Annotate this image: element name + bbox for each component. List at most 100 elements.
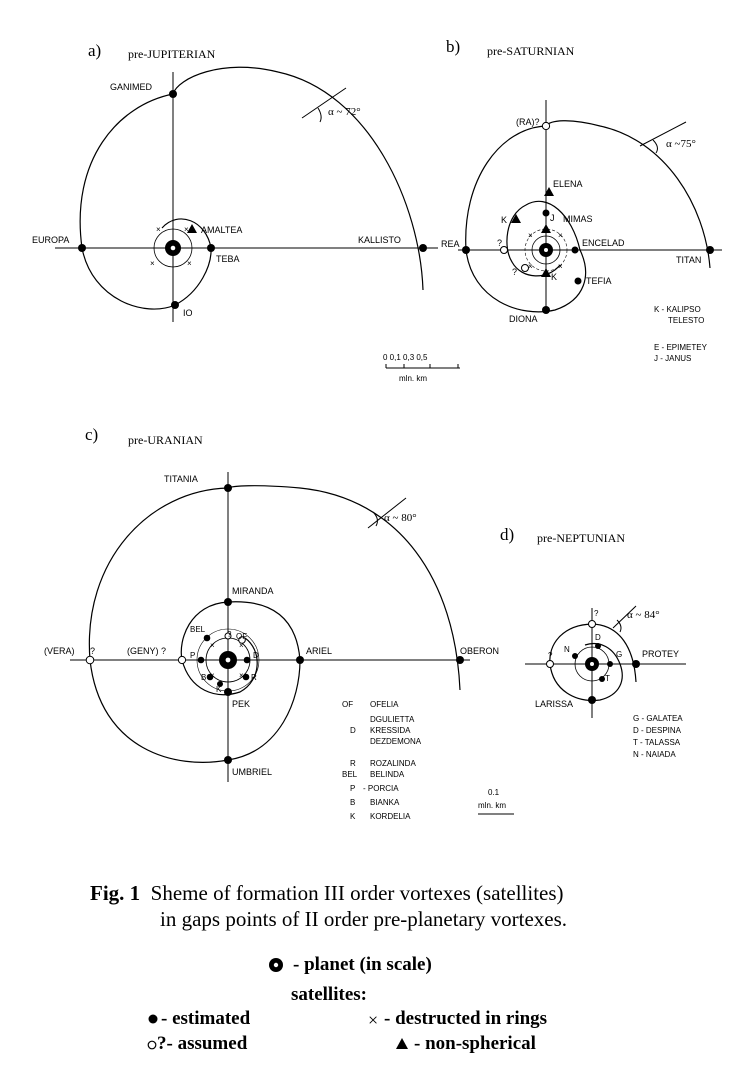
label-umbriel: UMBRIEL: [232, 767, 272, 777]
satellite-teba: [207, 244, 215, 252]
label-d: D: [595, 633, 601, 642]
legend-estimated-icon: [148, 1014, 158, 1024]
figure-caption: Fig. 1 Sheme of formation III order vort…: [90, 880, 730, 932]
label-d: D: [253, 651, 259, 660]
label-europa: EUROPA: [32, 235, 69, 245]
satellite-mimas: [542, 209, 550, 217]
label-tefia: TEFIA: [586, 276, 612, 286]
panel-b-note: TELESTO: [668, 316, 704, 325]
label-rea: REA: [441, 239, 460, 249]
label-diona: DIONA: [509, 314, 538, 324]
satellite-galatea: [607, 661, 613, 667]
label-bel: BEL: [190, 625, 206, 634]
panel-c-alpha-arc: [372, 511, 378, 527]
satellite-elena: [544, 187, 554, 196]
note-abbr: B: [350, 798, 355, 807]
panel-c-x-icon: ×: [239, 641, 244, 650]
label-ariel: ARIEL: [306, 646, 332, 656]
panel-a-alpha-line: [301, 87, 347, 119]
panel-a-letter: a): [88, 41, 101, 60]
panel-b-x-icon: ×: [528, 231, 533, 240]
label-of: OF: [236, 632, 247, 641]
satellite-unknown: [521, 264, 529, 272]
satellite-kallisto: [419, 244, 427, 252]
satellite-ganimed: [169, 90, 177, 98]
satellite-amaltea: [187, 224, 197, 233]
legend-planet: - planet (in scale): [293, 954, 432, 975]
panel-d-spiral: [549, 623, 637, 702]
legend-symbols: ×: [147, 958, 408, 1050]
note-name: KORDELIA: [370, 812, 411, 821]
label-ganimed: GANIMED: [110, 82, 153, 92]
panel-c: c) pre-URANIAN × × × × TITANIA MIRANDA (…: [44, 425, 514, 821]
label-miranda: MIRANDA: [232, 586, 274, 596]
caption-line2: in gaps points of II order pre-planetary…: [160, 907, 568, 931]
satellite-ra: [541, 121, 551, 131]
satellite-unknown: [588, 620, 596, 628]
legend-nonspherical-icon: [396, 1038, 408, 1049]
satellite-ariel: [296, 656, 304, 664]
panel-b-note: E - EPIMETEY: [654, 343, 708, 352]
note-abbr: D: [350, 726, 356, 735]
label-titania: TITANIA: [164, 474, 198, 484]
panel-c-scale-unit: mln. km: [478, 801, 506, 810]
satellite-naiada: [572, 653, 578, 659]
panel-b-scale-ticks: 0 0,1 0,3 0,5: [383, 353, 428, 362]
satellite-unknown: [546, 660, 554, 668]
satellite-protey: [632, 660, 640, 668]
label-encelad: ENCELAD: [582, 238, 625, 248]
panel-a-x-icon: ×: [150, 259, 155, 268]
panel-a-x-icon: ×: [187, 259, 192, 268]
panel-d-title: pre-NEPTUNIAN: [537, 531, 625, 545]
caption-line1: Sheme of formation III order vortexes (s…: [150, 881, 564, 905]
panel-b-note: K - KALIPSO: [654, 305, 701, 314]
planet-center-dot: [170, 245, 176, 251]
satellite-encelad: [571, 246, 579, 254]
legend-destructed: - destructed in rings: [384, 1008, 548, 1029]
panel-b: b) pre-SATURNIAN × × × × (RA)? ELENA K J…: [383, 37, 722, 383]
panel-d-alpha: α ~ 84°: [627, 609, 660, 621]
satellite-kordelia: [217, 681, 223, 687]
legend-nonspherical: - non-spherical: [414, 1033, 536, 1054]
satellite-titania: [224, 484, 232, 492]
satellite-diona: [542, 306, 550, 314]
label-q1: ?: [90, 646, 95, 656]
note-abbr: P: [350, 784, 355, 793]
label-t: T: [605, 674, 610, 683]
planet-center-dot: [544, 248, 548, 252]
satellite-ofelia: [238, 636, 246, 644]
note-name: DGULIETTA: [370, 715, 415, 724]
panel-b-alpha: α ~75°: [666, 138, 696, 150]
satellite-bianka: [206, 673, 214, 681]
label-k: K: [501, 215, 507, 225]
label-q2: ?: [512, 267, 517, 277]
panel-c-notes: OF OFELIA DGULIETTA D KRESSIDA DEZDEMONA…: [342, 700, 422, 821]
label-k: K: [216, 685, 222, 694]
panel-c-alpha: α ~ 80°: [384, 512, 417, 524]
note-name: - PORCIA: [363, 784, 399, 793]
satellite-miranda: [224, 598, 232, 606]
label-k2: K: [551, 272, 557, 282]
panel-d-note: D - DESPINA: [633, 726, 682, 735]
panel-b-scale-unit: mln. km: [399, 374, 427, 383]
panel-a-x-icon: ×: [156, 225, 161, 234]
satellite-unknown: [500, 246, 508, 254]
note-abbr: R: [350, 759, 356, 768]
satellite-rea: [462, 246, 470, 254]
panel-d-letter: d): [500, 525, 514, 544]
satellite-belinda: [203, 634, 211, 642]
satellite-io: [171, 301, 179, 309]
legend-estimated: - estimated: [161, 1008, 251, 1029]
label-amaltea: AMALTEA: [201, 225, 242, 235]
panel-c-scale-value: 0.1: [488, 788, 500, 797]
label-geny: (GENY) ?: [127, 646, 166, 656]
label-pek: PEK: [232, 699, 250, 709]
legend-assumed-icon: [147, 1040, 157, 1050]
panel-c-title: pre-URANIAN: [128, 433, 203, 447]
panel-b-x-icon: ×: [558, 231, 563, 240]
panel-b-x-icon: ×: [558, 262, 563, 271]
legend-destructed-icon: ×: [368, 1010, 378, 1030]
panel-a-inner-ring: [153, 228, 193, 268]
satellite-porcia: [197, 656, 205, 664]
label-ra: (RA)?: [516, 117, 540, 127]
